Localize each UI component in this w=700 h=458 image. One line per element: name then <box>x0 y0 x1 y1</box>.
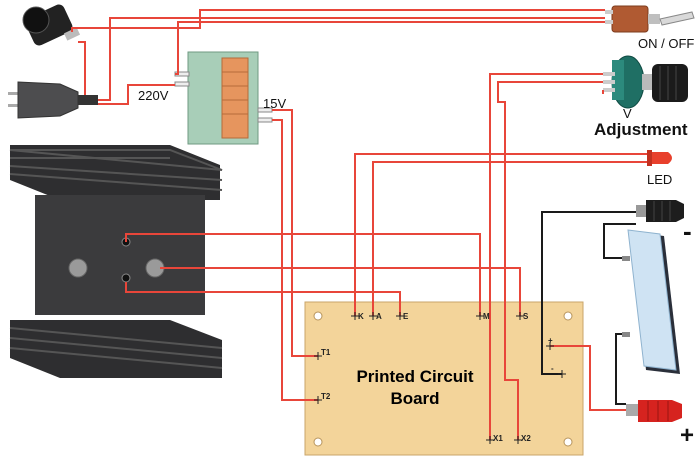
secondary-voltage-label: 15V <box>263 96 287 111</box>
pot-pin-label: V <box>623 106 632 121</box>
pad-label-a: A <box>376 312 382 321</box>
pad-label-s: S <box>523 312 529 321</box>
pad-label-x2: X2 <box>521 434 531 443</box>
heatsink-icon <box>9 145 223 378</box>
pcb-title-line-2: Board <box>390 389 440 408</box>
black-terminal-icon <box>636 200 684 222</box>
potentiometer-icon <box>603 55 688 109</box>
fuse-holder-icon <box>22 4 81 46</box>
led-label: LED <box>647 172 673 187</box>
led-icon <box>647 150 672 166</box>
wires-black <box>541 211 636 405</box>
pcb-title: Printed Circuit Board <box>330 366 500 410</box>
adjustment-label: Adjustment <box>594 120 688 139</box>
plus-terminal-label: + <box>680 422 695 449</box>
toggle-switch-icon <box>605 5 695 33</box>
pcb-title-line-1: Printed Circuit <box>356 367 474 386</box>
pad-label-minus: - <box>551 364 554 373</box>
switch-label: ON / OFF <box>638 36 695 51</box>
pad-label-k: K <box>358 312 364 321</box>
red-terminal-icon <box>626 400 682 422</box>
minus-terminal-label: - <box>683 216 692 246</box>
pad-label-t1: T1 <box>321 348 331 357</box>
pad-label-m: M <box>483 312 490 321</box>
panel-meter-icon <box>622 229 680 374</box>
transformer-icon <box>174 51 273 145</box>
pad-label-plus: + <box>548 336 553 345</box>
primary-voltage-label: 220V <box>138 88 169 103</box>
printed-circuit-board <box>304 301 584 456</box>
pad-label-t2: T2 <box>321 392 331 401</box>
pad-markers <box>314 312 566 444</box>
power-plug-icon <box>8 81 98 119</box>
wires-red <box>71 9 647 440</box>
pad-label-x1: X1 <box>493 434 503 443</box>
pad-label-e: E <box>403 312 409 321</box>
